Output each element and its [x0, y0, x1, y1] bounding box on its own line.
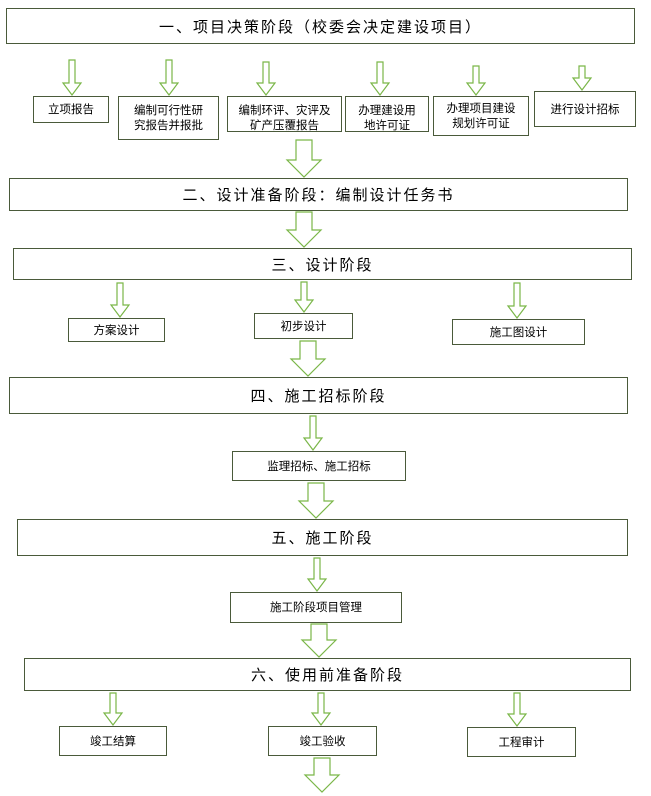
down-arrow-1 — [61, 59, 83, 96]
item-label: 竣工结算 — [90, 733, 136, 748]
stage-5-label: 五、施工阶段 — [271, 529, 374, 547]
down-arrow-10 — [293, 281, 315, 313]
stage3-item-scheme-design: 方案设计 — [68, 318, 165, 342]
item-label: 施工图设计 — [489, 324, 548, 339]
stage-6-label: 六、使用前准备阶段 — [250, 666, 404, 684]
down-arrow-12 — [289, 340, 327, 377]
item-line: 办理项目建设 — [446, 101, 516, 115]
stage6-item-completion-acceptance: 竣工验收 — [268, 726, 377, 756]
item-label: 施工阶段项目管理 — [270, 600, 362, 614]
down-arrow-20 — [303, 757, 341, 793]
item-line: 编制环评、灾评及 — [238, 103, 331, 117]
item-line: 究报告并报批 — [134, 118, 203, 132]
stage4-item-bidding: 监理招标、施工招标 — [232, 451, 406, 481]
stage1-item-feasibility: 编制可行性研究报告并报批 — [118, 96, 219, 140]
item-label: 方案设计 — [93, 322, 140, 337]
stage-1-label: 一、项目决策阶段（校委会决定建设项目） — [158, 17, 482, 36]
stage6-item-project-audit: 工程审计 — [467, 727, 576, 757]
stage-3-box: 三、设计阶段 — [13, 248, 632, 280]
stage-5-box: 五、施工阶段 — [17, 519, 628, 556]
down-arrow-2 — [158, 59, 180, 96]
stage-2-box: 二、设计准备阶段：编制设计任务书 — [9, 178, 628, 211]
item-line: 地许可证 — [364, 118, 410, 132]
item-line: 立项报告 — [48, 102, 94, 116]
down-arrow-19 — [506, 692, 528, 727]
stage6-item-final-settlement: 竣工结算 — [59, 726, 167, 756]
down-arrow-18 — [310, 692, 332, 726]
item-line: 办理建设用 — [358, 103, 416, 117]
stage3-item-construction-drawing: 施工图设计 — [452, 319, 585, 345]
stage-3-label: 三、设计阶段 — [271, 255, 374, 274]
stage-4-label: 四、施工招标阶段 — [250, 387, 387, 405]
stage1-item-design-bidding: 进行设计招标 — [534, 91, 636, 127]
stage-1-box: 一、项目决策阶段（校委会决定建设项目） — [6, 8, 635, 44]
item-label: 监理招标、施工招标 — [267, 458, 371, 473]
down-arrow-16 — [300, 623, 338, 658]
item-label: 竣工验收 — [299, 733, 346, 748]
down-arrow-3 — [255, 61, 277, 96]
stage-4-box: 四、施工招标阶段 — [9, 377, 628, 414]
item-line: 矿产压覆报告 — [250, 118, 319, 132]
down-arrow-6 — [571, 65, 593, 91]
stage1-item-project-report: 立项报告 — [33, 96, 109, 123]
stage-2-label: 二、设计准备阶段：编制设计任务书 — [182, 186, 455, 204]
item-label: 工程审计 — [498, 734, 545, 749]
down-arrow-11 — [506, 282, 528, 319]
down-arrow-13 — [302, 415, 324, 451]
stage-6-box: 六、使用前准备阶段 — [24, 658, 631, 691]
stage1-item-planning-permit: 办理项目建设规划许可证 — [433, 96, 529, 136]
item-line: 规划许可证 — [452, 116, 510, 130]
item-line: 编制可行性研 — [134, 103, 203, 117]
down-arrow-5 — [465, 65, 487, 96]
down-arrow-4 — [369, 61, 391, 96]
stage3-item-preliminary-design: 初步设计 — [254, 313, 353, 339]
down-arrow-7 — [285, 139, 323, 178]
item-label: 初步设计 — [280, 318, 327, 333]
down-arrow-8 — [285, 211, 323, 248]
down-arrow-17 — [102, 692, 124, 726]
stage1-item-env-reports: 编制环评、灾评及矿产压覆报告 — [227, 96, 342, 132]
stage1-item-land-permit: 办理建设用地许可证 — [345, 96, 429, 132]
down-arrow-14 — [297, 482, 335, 519]
down-arrow-15 — [306, 557, 328, 592]
stage5-item-project-management: 施工阶段项目管理 — [230, 592, 402, 623]
item-line: 进行设计招标 — [550, 101, 620, 116]
down-arrow-9 — [109, 282, 131, 318]
